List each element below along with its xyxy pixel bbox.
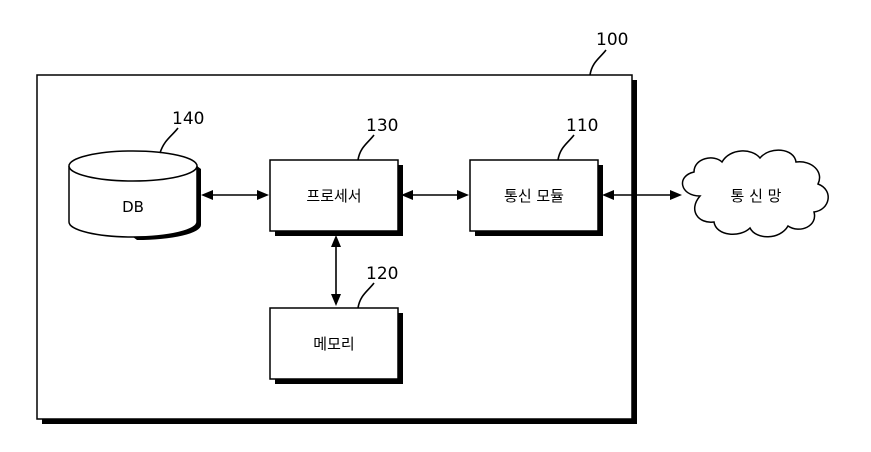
arrow-processor-memory xyxy=(331,235,341,306)
processor-label: 프로세서 xyxy=(306,187,361,205)
arrow-comm-module-network xyxy=(602,190,682,200)
db-ref-leader xyxy=(159,127,179,154)
arrow-db-processor xyxy=(201,190,269,200)
arrow-processor-comm-module xyxy=(401,190,469,200)
comm-module-box xyxy=(469,159,603,236)
comm-module-ref-leader xyxy=(557,134,575,161)
db-label: DB xyxy=(122,198,144,216)
system-ref: 100 xyxy=(596,30,628,50)
memory-ref: 120 xyxy=(366,264,398,284)
memory-ref-leader xyxy=(357,282,375,309)
network-cloud xyxy=(681,149,829,238)
processor-box xyxy=(269,159,403,236)
network-label: 통 신 망 xyxy=(731,187,782,205)
memory-box xyxy=(269,307,403,384)
memory-label: 메모리 xyxy=(313,335,354,353)
processor-ref: 130 xyxy=(366,116,398,136)
system-ref-leader xyxy=(589,49,607,76)
processor-ref-leader xyxy=(357,134,375,161)
comm-module-ref: 110 xyxy=(566,116,598,136)
comm-module-label: 통신 모듈 xyxy=(504,187,564,205)
db-cylinder xyxy=(68,150,201,240)
db-ref: 140 xyxy=(172,109,204,129)
